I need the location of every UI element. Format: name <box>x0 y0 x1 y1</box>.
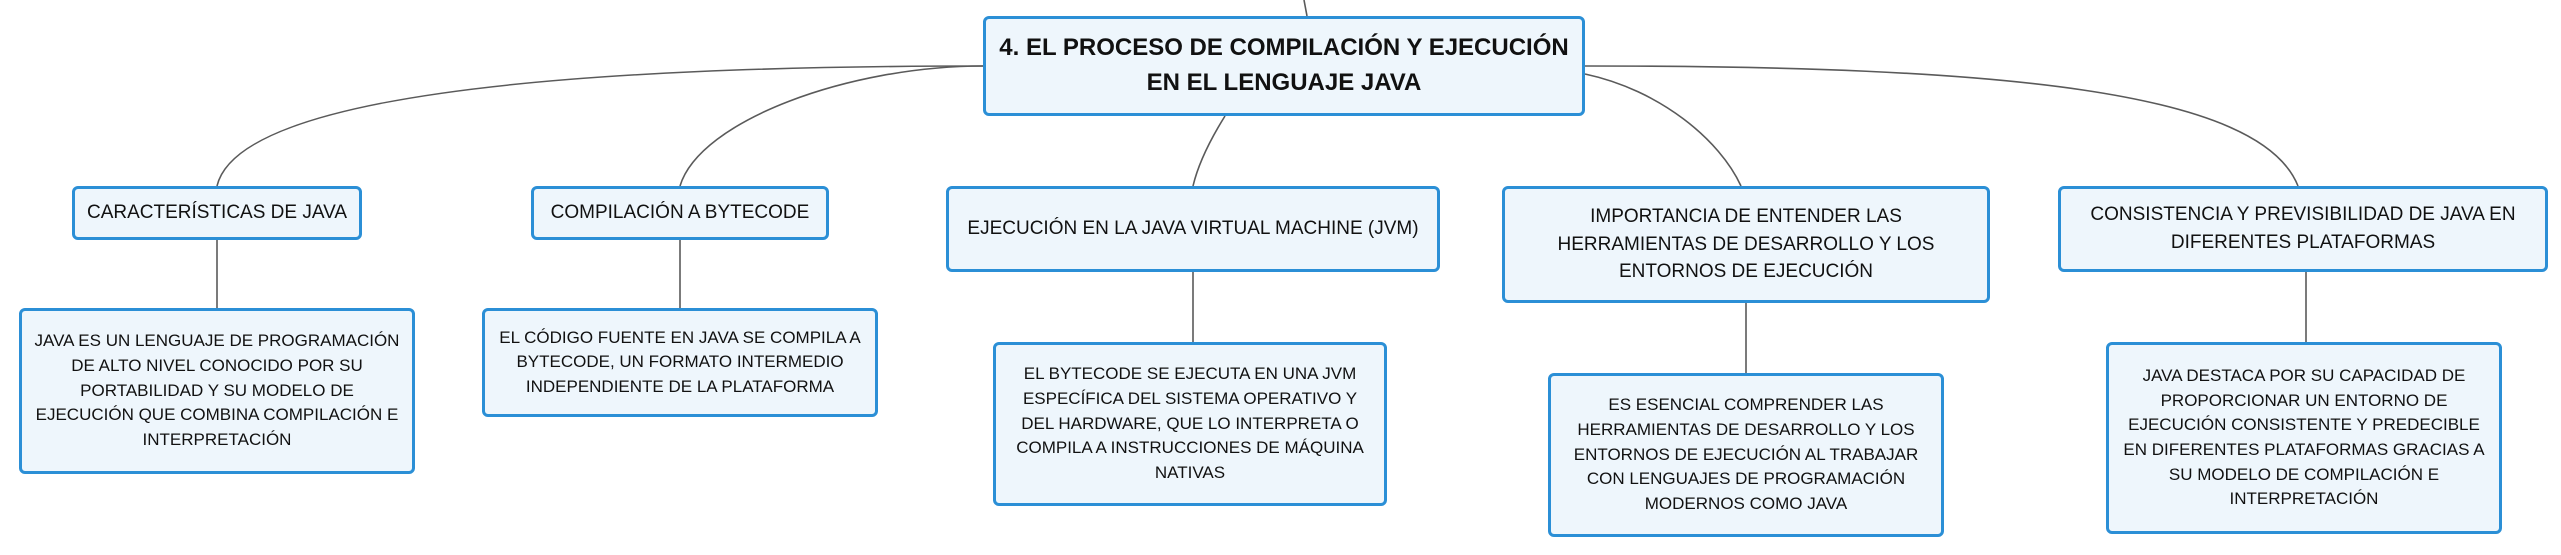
branch-compilacion-bytecode[interactable]: COMPILACIÓN A BYTECODE <box>531 186 829 240</box>
detail-consistencia-plataformas[interactable]: JAVA DESTACA POR SU CAPACIDAD DE PROPORC… <box>2106 342 2502 534</box>
detail-ejecucion-jvm[interactable]: EL BYTECODE SE EJECUTA EN UNA JVM ESPECÍ… <box>993 342 1387 506</box>
connector-root-branch-3 <box>1192 115 1226 187</box>
root-topic[interactable]: 4. EL PROCESO DE COMPILACIÓN Y EJECUCIÓN… <box>983 16 1585 116</box>
detail-compilacion-bytecode[interactable]: EL CÓDIGO FUENTE EN JAVA SE COMPILA A BY… <box>482 308 878 417</box>
connector-root-branch-5 <box>1584 65 2299 187</box>
branch-ejecucion-jvm[interactable]: EJECUCIÓN EN LA JAVA VIRTUAL MACHINE (JV… <box>946 186 1440 272</box>
detail-importancia-herramientas[interactable]: ES ESENCIAL COMPRENDER LAS HERRAMIENTAS … <box>1548 373 1944 537</box>
branch-caracteristicas[interactable]: CARACTERÍSTICAS DE JAVA <box>72 186 362 240</box>
branch-consistencia-plataformas[interactable]: CONSISTENCIA Y PREVISIBILIDAD DE JAVA EN… <box>2058 186 2548 272</box>
connector-root-branch-2 <box>679 65 984 187</box>
branch-importancia-herramientas[interactable]: IMPORTANCIA DE ENTENDER LAS HERRAMIENTAS… <box>1502 186 1990 303</box>
connector-parent-root <box>1303 0 1308 17</box>
detail-caracteristicas[interactable]: JAVA ES UN LENGUAJE DE PROGRAMACIÓN DE A… <box>19 308 415 474</box>
connector-root-branch-4 <box>1584 73 1742 187</box>
connector-root-branch-1 <box>216 65 984 187</box>
